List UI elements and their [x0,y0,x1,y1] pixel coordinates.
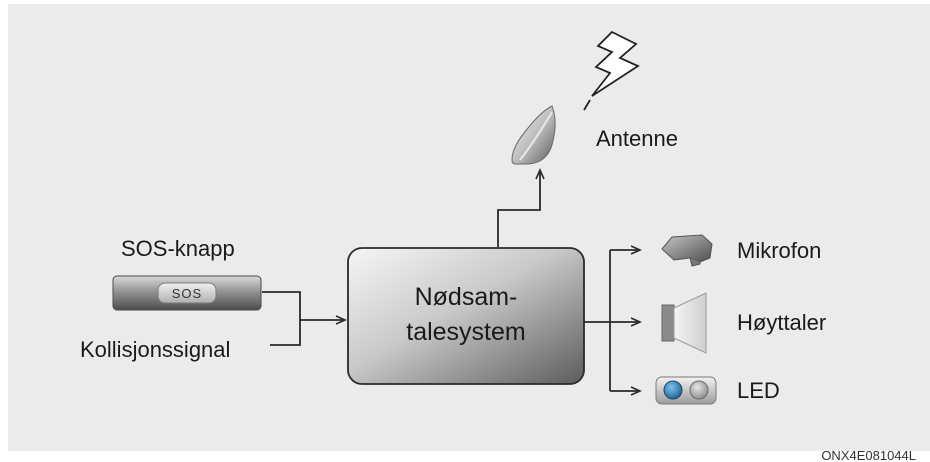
system-label-line1: Nødsam- [415,283,518,311]
antenna-connector [497,168,545,247]
shark-fin-antenna-icon [511,105,556,165]
emergency-call-system-box: Nødsam- talesystem [347,247,585,385]
microphone-label: Mikrofon [737,238,821,263]
microphone-icon [661,234,713,267]
led-label: LED [737,378,780,403]
collision-signal-label: Kollisjonssignal [80,337,230,362]
speaker-icon [661,292,707,354]
led-indicator-icon [655,376,717,405]
lightning-bolt-icon [583,30,640,111]
sos-button-icon: SOS [112,275,262,311]
output-connectors [584,245,642,396]
sos-button-text: SOS [172,286,202,301]
antenna-label: Antenne [596,126,678,151]
sos-button-label: SOS-knapp [121,236,235,261]
system-label-line2: talesystem [406,318,525,346]
input-connectors [262,291,347,346]
speaker-label: Høyttaler [737,310,826,335]
figure-code: ONX4E081044L [821,448,916,462]
